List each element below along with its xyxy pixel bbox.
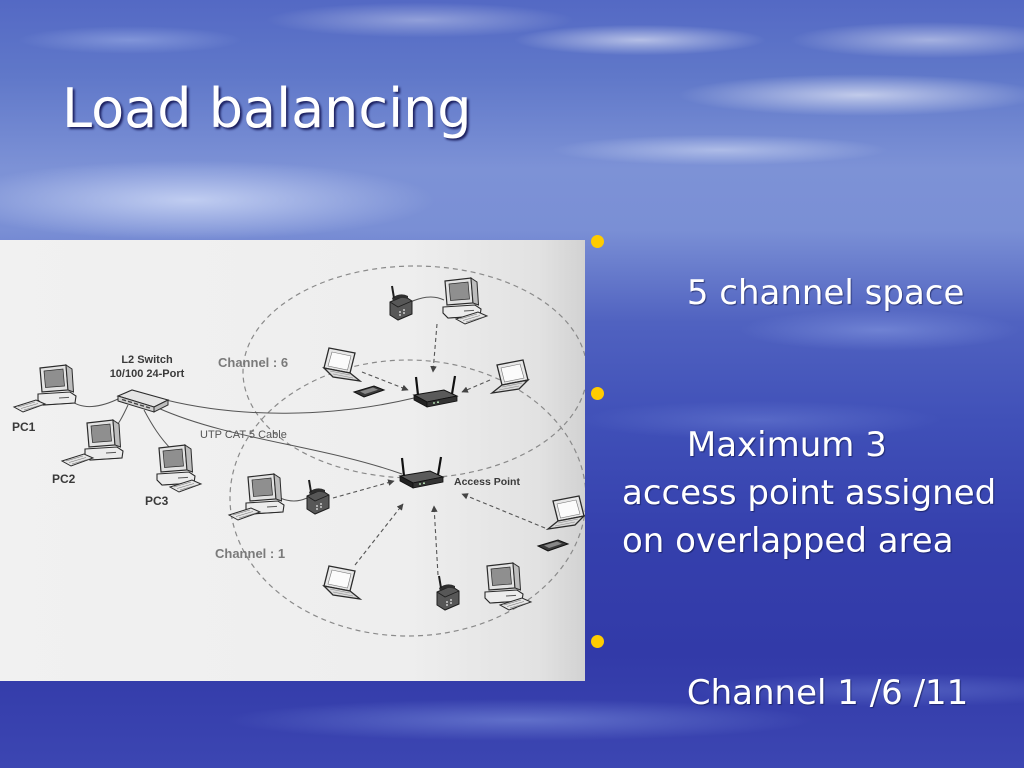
access-point-icon: [412, 374, 459, 409]
signal-arrow: [461, 493, 546, 529]
signal-arrow: [361, 371, 409, 391]
network-diagram: L2 Switch 10/100 24-Port Channel : 6 UTP…: [0, 240, 585, 681]
keyboard-icon: [61, 453, 94, 467]
channel-1-label: Channel : 1: [215, 546, 285, 561]
slide-title: Load balancing: [62, 77, 472, 140]
phone-icon: [306, 479, 330, 515]
switch-name-label: L2 Switch: [121, 354, 173, 366]
phone-cord-upper: [409, 296, 445, 303]
network-diagram-svg: L2 Switch 10/100 24-Port Channel : 6 UTP…: [12, 265, 585, 637]
cable-switch-to-pc3: [143, 409, 173, 451]
access-point-icon: [398, 455, 445, 490]
switch-spec-label: 10/100 24-Port: [110, 368, 185, 380]
bullet-item: 5 channel space: [590, 221, 1022, 365]
signal-arrow: [430, 323, 438, 373]
channel-6-label: Channel : 6: [218, 355, 288, 370]
desktop-pc-icon: [37, 364, 77, 406]
cable-switch-to-ap-lower: [157, 407, 403, 475]
bullet-dot-icon: [591, 235, 604, 248]
keyboard-icon: [228, 507, 261, 521]
signal-arrow: [431, 505, 439, 576]
switch-icon: [117, 389, 169, 413]
desktop-pc-icon: [484, 562, 524, 604]
signal-arrow: [354, 503, 404, 566]
bullet-dot-icon: [591, 387, 604, 400]
desktop-pc-icon: [84, 419, 124, 461]
bullet-dot-icon: [591, 635, 604, 648]
pc2-label: PC2: [52, 472, 76, 486]
bullet-text: Maximum 3 access point assigned on overl…: [622, 425, 1008, 561]
cable-switch-to-pc1: [69, 397, 121, 407]
pda-icon: [537, 539, 569, 552]
desktop-pc-icon: [156, 444, 196, 486]
cable-switch-to-ap-upper: [165, 397, 415, 414]
bullet-text: 5 channel space: [686, 273, 965, 313]
phone-icon: [389, 285, 413, 321]
signal-arrow: [332, 479, 395, 499]
bullet-item: Channel 1 /6 /11: [590, 621, 1022, 765]
laptop-icon: [491, 359, 529, 394]
cable-label: UTP CAT 5 Cable: [200, 429, 287, 441]
pda-icon: [353, 385, 385, 398]
channel-6-coverage-ellipse: [242, 265, 585, 479]
signal-arrow: [461, 379, 491, 393]
laptop-icon: [547, 495, 585, 530]
desktop-pc-icon: [442, 277, 482, 319]
pc1-label: PC1: [12, 420, 36, 434]
laptop-icon: [323, 565, 361, 600]
bullet-list: 5 channel space Maximum 3 access point a…: [590, 221, 1022, 768]
phone-icon: [436, 575, 460, 611]
bullet-item: Maximum 3 access point assigned on overl…: [590, 373, 1022, 613]
bullet-text: Channel 1 /6 /11: [686, 673, 969, 713]
phone-cord-lower: [279, 497, 308, 502]
access-point-label: Access Point: [454, 476, 520, 488]
channel-1-coverage-ellipse: [229, 359, 585, 637]
laptop-icon: [323, 347, 361, 382]
pc3-label: PC3: [145, 494, 169, 508]
keyboard-icon: [13, 399, 46, 413]
